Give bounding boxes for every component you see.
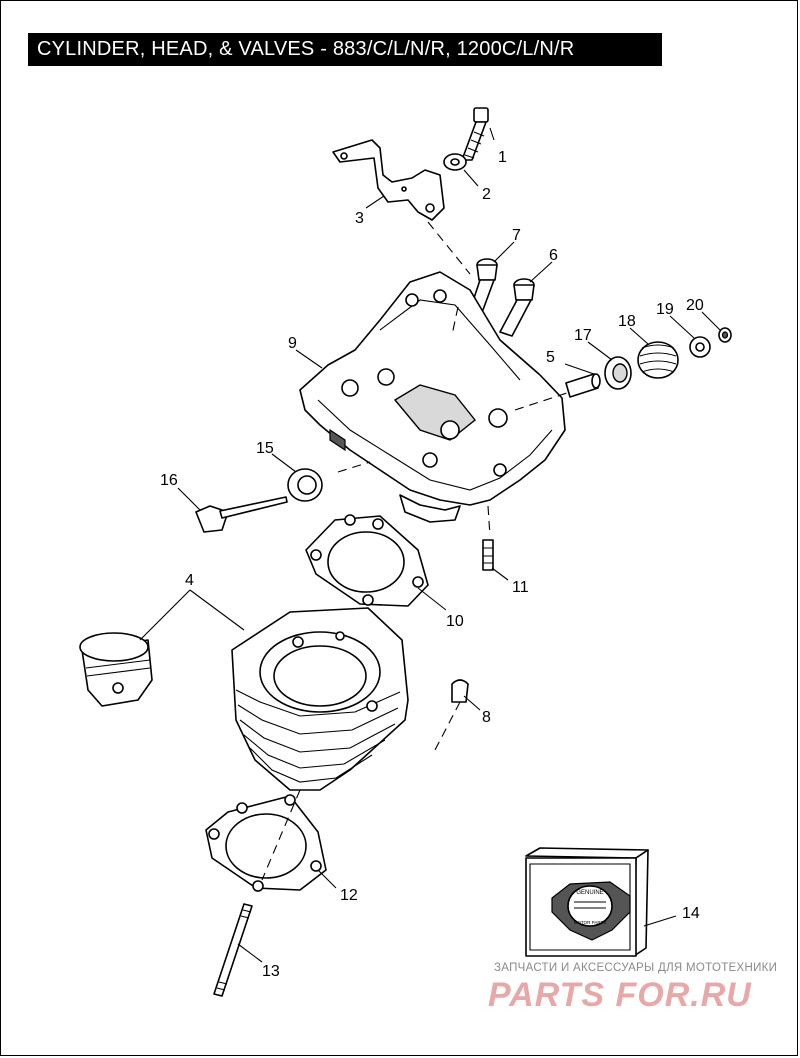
callout-10: 10 bbox=[446, 613, 464, 630]
box-badge-top: GENUINE bbox=[576, 890, 603, 896]
callout-19: 19 bbox=[656, 301, 674, 318]
part-4-piston[interactable] bbox=[79, 632, 153, 707]
part-11-dowel[interactable] bbox=[482, 539, 494, 571]
part-20-keeper[interactable] bbox=[718, 327, 732, 343]
watermark-tagline: ЗАПЧАСТИ И АКСЕССУАРЫ ДЛЯ МОТОТЕХНИКИ bbox=[494, 962, 778, 974]
cylinder-barrel[interactable] bbox=[231, 607, 409, 791]
callout-13: 13 bbox=[262, 963, 280, 980]
part-1-screw[interactable] bbox=[461, 107, 489, 161]
part-6-bolt[interactable] bbox=[499, 278, 535, 337]
callout-5: 5 bbox=[546, 349, 555, 366]
callout-18: 18 bbox=[618, 313, 636, 330]
part-18-spring[interactable] bbox=[637, 341, 679, 379]
callout-16: 16 bbox=[160, 472, 178, 489]
callout-2: 2 bbox=[482, 186, 491, 203]
callout-9: 9 bbox=[288, 335, 297, 352]
part-13-stud[interactable] bbox=[213, 903, 253, 997]
part-10-head-gasket[interactable] bbox=[305, 514, 429, 607]
watermark-logo: PARTS FOR.RU bbox=[488, 976, 752, 1012]
callout-15: 15 bbox=[256, 440, 274, 457]
callout-3: 3 bbox=[355, 210, 364, 227]
part-12-base-gasket[interactable] bbox=[205, 794, 327, 892]
part-2-washer[interactable] bbox=[443, 153, 467, 171]
part-14-parts-box[interactable]: GENUINE MOTOR PARTS bbox=[525, 847, 649, 957]
callout-6: 6 bbox=[549, 247, 558, 264]
callout-12: 12 bbox=[340, 887, 358, 904]
svg-text:PARTS FOR.RU: PARTS FOR.RU bbox=[488, 976, 752, 1012]
callout-8: 8 bbox=[482, 709, 491, 726]
part-5-valve-guide[interactable] bbox=[565, 373, 601, 398]
diagram-title: CYLINDER, HEAD, & VALVES - 883/C/L/N/R, … bbox=[28, 33, 662, 66]
part-19-retainer[interactable] bbox=[689, 336, 711, 358]
part-8-dowel[interactable] bbox=[451, 679, 469, 703]
callout-14: 14 bbox=[682, 905, 700, 922]
callout-17: 17 bbox=[574, 327, 592, 344]
part-9-cylinder-head[interactable] bbox=[299, 271, 566, 523]
callout-20: 20 bbox=[686, 297, 704, 314]
callout-1: 1 bbox=[498, 149, 507, 166]
callout-7: 7 bbox=[512, 227, 521, 244]
part-15-valve-seal[interactable] bbox=[287, 468, 323, 502]
box-badge-bottom: MOTOR PARTS bbox=[574, 920, 607, 925]
part-3-bracket[interactable] bbox=[332, 139, 445, 221]
part-16-valve[interactable] bbox=[195, 496, 288, 533]
callout-4: 4 bbox=[185, 572, 194, 589]
part-17-seal[interactable] bbox=[604, 356, 632, 390]
callout-11: 11 bbox=[512, 579, 529, 596]
